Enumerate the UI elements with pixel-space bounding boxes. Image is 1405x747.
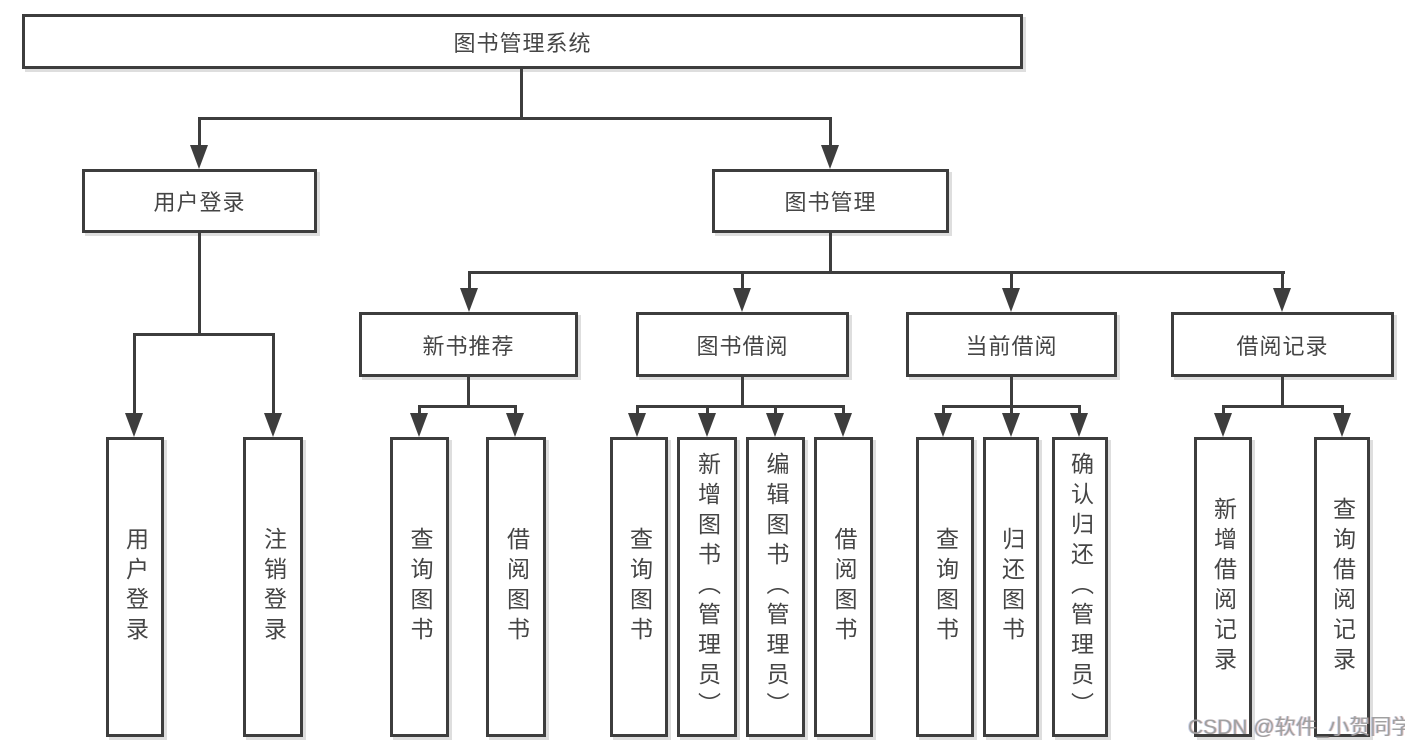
connector-leaf-shaft <box>636 405 639 419</box>
connector-leaf-shaft <box>774 405 777 419</box>
connector-borrowrecords-vline <box>1281 377 1284 408</box>
arrow-down-icon-new-book-recommend <box>460 288 478 312</box>
leaf-logout: 注销登录 <box>243 437 303 737</box>
connector-leaf-shaft <box>942 405 945 419</box>
connector-level3-hline <box>468 271 1285 274</box>
connector-level2-hline <box>198 117 832 120</box>
node-book-management: 图书管理 <box>712 169 949 233</box>
connector-leaf-logout-shaft <box>272 333 275 415</box>
leaf-label: 注销登录 <box>260 527 287 647</box>
leaf-label: 新增图书（管理员） <box>694 452 721 722</box>
arrow-down-icon-user-login <box>190 145 208 169</box>
node-current-borrow: 当前借阅 <box>906 312 1117 377</box>
connector-new-book-shaft <box>468 271 471 290</box>
connector-book-management-shaft <box>829 117 832 149</box>
arrow-down-icon-book-borrow <box>733 288 751 312</box>
connector-leaf-shaft <box>1341 405 1344 419</box>
arrow-down-icon-query-books-3 <box>934 413 952 437</box>
connector-currentborrow-vline <box>1010 377 1013 408</box>
leaf-borrow-books-2: 借阅图书 <box>814 437 873 737</box>
leaf-add-book-admin: 新增图书（管理员） <box>677 437 737 737</box>
leaf-label: 确认归还（管理员） <box>1067 452 1094 722</box>
connector-newbook-vline <box>467 377 470 408</box>
arrow-down-icon-edit-book <box>766 413 784 437</box>
arrow-down-icon-borrow-books-2 <box>834 413 852 437</box>
arrow-down-icon-leaf-logout <box>264 413 282 437</box>
leaf-add-borrow-record: 新增借阅记录 <box>1194 437 1252 737</box>
leaf-query-books-1: 查询图书 <box>390 437 449 737</box>
connector-book-borrow-shaft <box>741 271 744 290</box>
leaf-label: 用户登录 <box>122 527 149 647</box>
arrow-down-icon-query-books-2 <box>628 413 646 437</box>
connector-book-mgmt-vline <box>829 233 832 274</box>
arrow-down-icon-add-borrow-record <box>1214 413 1232 437</box>
connector-newbook-hline <box>418 405 516 408</box>
connector-borrowrecords-hline <box>1222 405 1343 408</box>
leaf-label: 新增借阅记录 <box>1210 497 1237 677</box>
leaf-label: 查询图书 <box>626 527 653 647</box>
connector-leaf-shaft <box>1010 405 1013 419</box>
node-label: 图书管理 <box>784 190 877 215</box>
arrow-down-icon-return-book <box>1002 413 1020 437</box>
node-library-management-system: 图书管理系统 <box>22 14 1023 69</box>
leaf-label: 查询借阅记录 <box>1329 497 1356 677</box>
connector-leaf-shaft <box>514 405 517 419</box>
leaf-borrow-books-1: 借阅图书 <box>486 437 546 737</box>
node-label: 借阅记录 <box>1236 333 1329 359</box>
connector-leaf-user-login-shaft <box>133 333 136 415</box>
connector-user-login-vline <box>198 233 201 336</box>
arrow-down-icon-current-borrow <box>1002 288 1020 312</box>
leaf-return-book: 归还图书 <box>983 437 1039 737</box>
leaf-label: 借阅图书 <box>831 527 857 647</box>
node-new-book-recommend: 新书推荐 <box>359 312 578 377</box>
node-label: 新书推荐 <box>422 333 515 359</box>
leaf-query-borrow-record: 查询借阅记录 <box>1314 437 1370 737</box>
node-label: 图书管理系统 <box>453 30 592 56</box>
leaf-query-books-2: 查询图书 <box>610 437 668 737</box>
connector-user-login-shaft <box>198 117 201 149</box>
connector-leaf-shaft <box>842 405 845 419</box>
node-borrow-records: 借阅记录 <box>1171 312 1394 377</box>
leaf-label: 借阅图书 <box>503 527 530 647</box>
connector-leaf-shaft <box>706 405 709 419</box>
connector-leaf-shaft <box>418 405 421 419</box>
watermark-text: CSDN @软件_小贺同学 <box>1188 716 1405 739</box>
arrow-down-icon-borrow-records <box>1273 288 1291 312</box>
arrow-down-icon-query-books-1 <box>410 413 428 437</box>
node-user-login: 用户登录 <box>82 169 317 233</box>
arrow-down-icon-add-book <box>698 413 716 437</box>
leaf-query-books-3: 查询图书 <box>916 437 974 737</box>
leaf-label: 编辑图书（管理员） <box>763 452 789 722</box>
leaf-edit-book-admin: 编辑图书（管理员） <box>746 437 805 737</box>
node-label: 用户登录 <box>153 190 246 215</box>
node-label: 当前借阅 <box>965 333 1058 359</box>
connector-root-vline <box>520 68 523 120</box>
arrow-down-icon-leaf-user-login <box>125 413 143 437</box>
arrow-down-icon-book-management <box>821 145 839 169</box>
leaf-confirm-return-admin: 确认归还（管理员） <box>1052 437 1108 737</box>
connector-borrow-records-shaft <box>1281 271 1284 290</box>
arrow-down-icon-query-borrow-record <box>1333 413 1351 437</box>
leaf-label: 查询图书 <box>932 527 959 647</box>
connector-bookborrow-vline <box>741 377 744 408</box>
connector-bookborrow-hline <box>636 405 844 408</box>
node-label: 图书借阅 <box>696 333 789 359</box>
arrow-down-icon-borrow-books-1 <box>506 413 524 437</box>
node-book-borrow: 图书借阅 <box>636 312 849 377</box>
leaf-user-login: 用户登录 <box>106 437 164 737</box>
arrow-down-icon-confirm-return <box>1070 413 1088 437</box>
connector-leaf-shaft <box>1222 405 1225 419</box>
connector-leaf-shaft <box>1078 405 1081 419</box>
connector-current-borrow-shaft <box>1010 271 1013 290</box>
leaf-label: 查询图书 <box>407 527 433 647</box>
leaf-label: 归还图书 <box>998 527 1025 647</box>
connector-user-login-hline <box>133 333 275 336</box>
